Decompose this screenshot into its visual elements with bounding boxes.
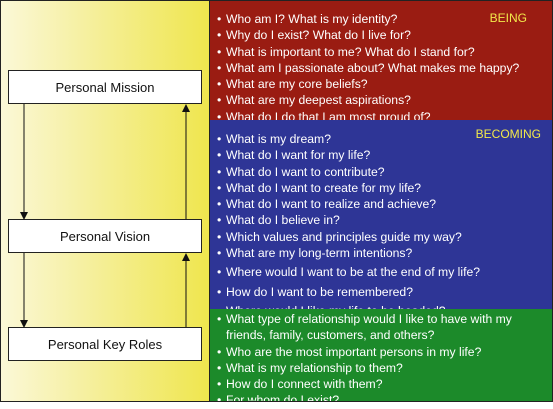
roles-question-1: • Who are the most important persons in m… [210,344,553,360]
bullet-icon: • [217,164,222,179]
becoming-question-text: What do I want for my life? [226,148,371,163]
bullet-icon: • [217,60,222,75]
bullet-icon: • [217,132,222,146]
being-question-5: • What are my deepest aspirations? [210,92,553,108]
being-question-text: Who am I? What is my identity? [226,12,398,26]
bullet-icon: • [217,344,222,359]
becoming-question-text: How do I want to be remembered? [226,284,413,299]
becoming-question-text: What do I want to realize and achieve? [226,197,437,212]
bullet-icon: • [217,312,222,326]
being-question-text: What are my deepest aspirations? [226,93,411,108]
becoming-question-5: • What do I believe in? [210,212,553,228]
becoming-question-text: What do I believe in? [226,213,340,228]
becoming-question-3: • What do I want to create for my life? [210,180,553,196]
becoming-question-text: What are my long-term intentions? [226,246,413,261]
becoming-question-0: • What is my dream? [210,131,553,147]
being-question-2: • What is important to me? What do I stan… [210,44,553,60]
bullet-icon: • [217,93,222,108]
roles-question-text: Who are the most important persons in my… [226,344,482,359]
being-question-0: • Who am I? What is my identity? [210,11,553,27]
bullet-icon: • [217,213,222,228]
bullet-icon: • [217,229,222,244]
roles-panel: • What type of relationship would I like … [210,309,553,407]
roles-question-text: What type of relationship would I like t… [226,312,512,343]
being-question-text: What is important to me? What do I stand… [226,44,475,59]
bullet-icon: • [217,12,222,26]
becoming-question-text: Which values and principles guide my way… [226,229,462,244]
personal-key-roles-box: Personal Key Roles [8,327,202,361]
bullet-icon: • [217,148,222,163]
becoming-question-text: What do I want to contribute? [226,164,385,179]
being-label: BEING [489,11,527,25]
bullet-icon: • [217,109,222,124]
being-question-3: • What am I passionate about? What makes … [210,60,553,76]
becoming-question-2: • What do I want to contribute? [210,164,553,180]
roles-question-0: • What type of relationship would I like … [210,311,548,344]
being-panel: BEING • Who am I? What is my identity? • Wh… [210,0,553,124]
bullet-icon: • [217,246,222,261]
roles-question-2: • What is my relationship to them? [210,360,553,376]
becoming-question-text: What do I want to create for my life? [226,180,422,195]
bullet-icon: • [217,180,222,195]
becoming-question-8: • Where would I want to be at the end of … [210,264,553,280]
being-question-1: • Why do I exist? What do I live for? [210,27,553,43]
becoming-question-9: • How do I want to be remembered? [210,284,553,300]
roles-question-list: • What type of relationship would I like … [210,311,553,409]
becoming-question-4: • What do I want to realize and achieve? [210,196,553,212]
bullet-icon: • [217,360,222,375]
bullet-icon: • [217,284,222,299]
roles-question-text: What is my relationship to them? [226,360,403,375]
bullet-icon: • [217,265,222,280]
bullet-icon: • [217,28,222,43]
personal-mission-box: Personal Mission [8,70,202,104]
becoming-question-text: Where would I want to be at the end of m… [226,265,481,280]
bullet-icon: • [217,197,222,212]
being-question-text: What are my core beliefs? [226,77,368,92]
becoming-question-1: • What do I want for my life? [210,147,553,163]
bullet-icon: • [217,77,222,92]
being-question-text: What am I passionate about? What makes m… [226,60,520,75]
becoming-question-6: • Which values and principles guide my wa… [210,229,553,245]
being-question-list: • Who am I? What is my identity? • Why do I… [210,11,553,125]
being-question-text: Why do I exist? What do I live for? [226,28,411,43]
bullet-icon: • [217,44,222,59]
flow-arrows [20,104,190,328]
left-panel: Personal Mission Personal Vision Persona… [0,0,210,402]
becoming-question-7: • What are my long-term intentions? [210,245,553,261]
being-question-4: • What are my core beliefs? [210,76,553,92]
becoming-label: BECOMING [475,127,541,141]
bullet-icon: • [217,377,222,392]
bullet-icon: • [217,393,222,408]
roles-question-text: How do I connect with them? [226,377,383,392]
becoming-question-text: What is my dream? [226,132,331,146]
personal-vision-box: Personal Vision [8,219,202,253]
roles-question-3: • How do I connect with them? [210,376,553,392]
